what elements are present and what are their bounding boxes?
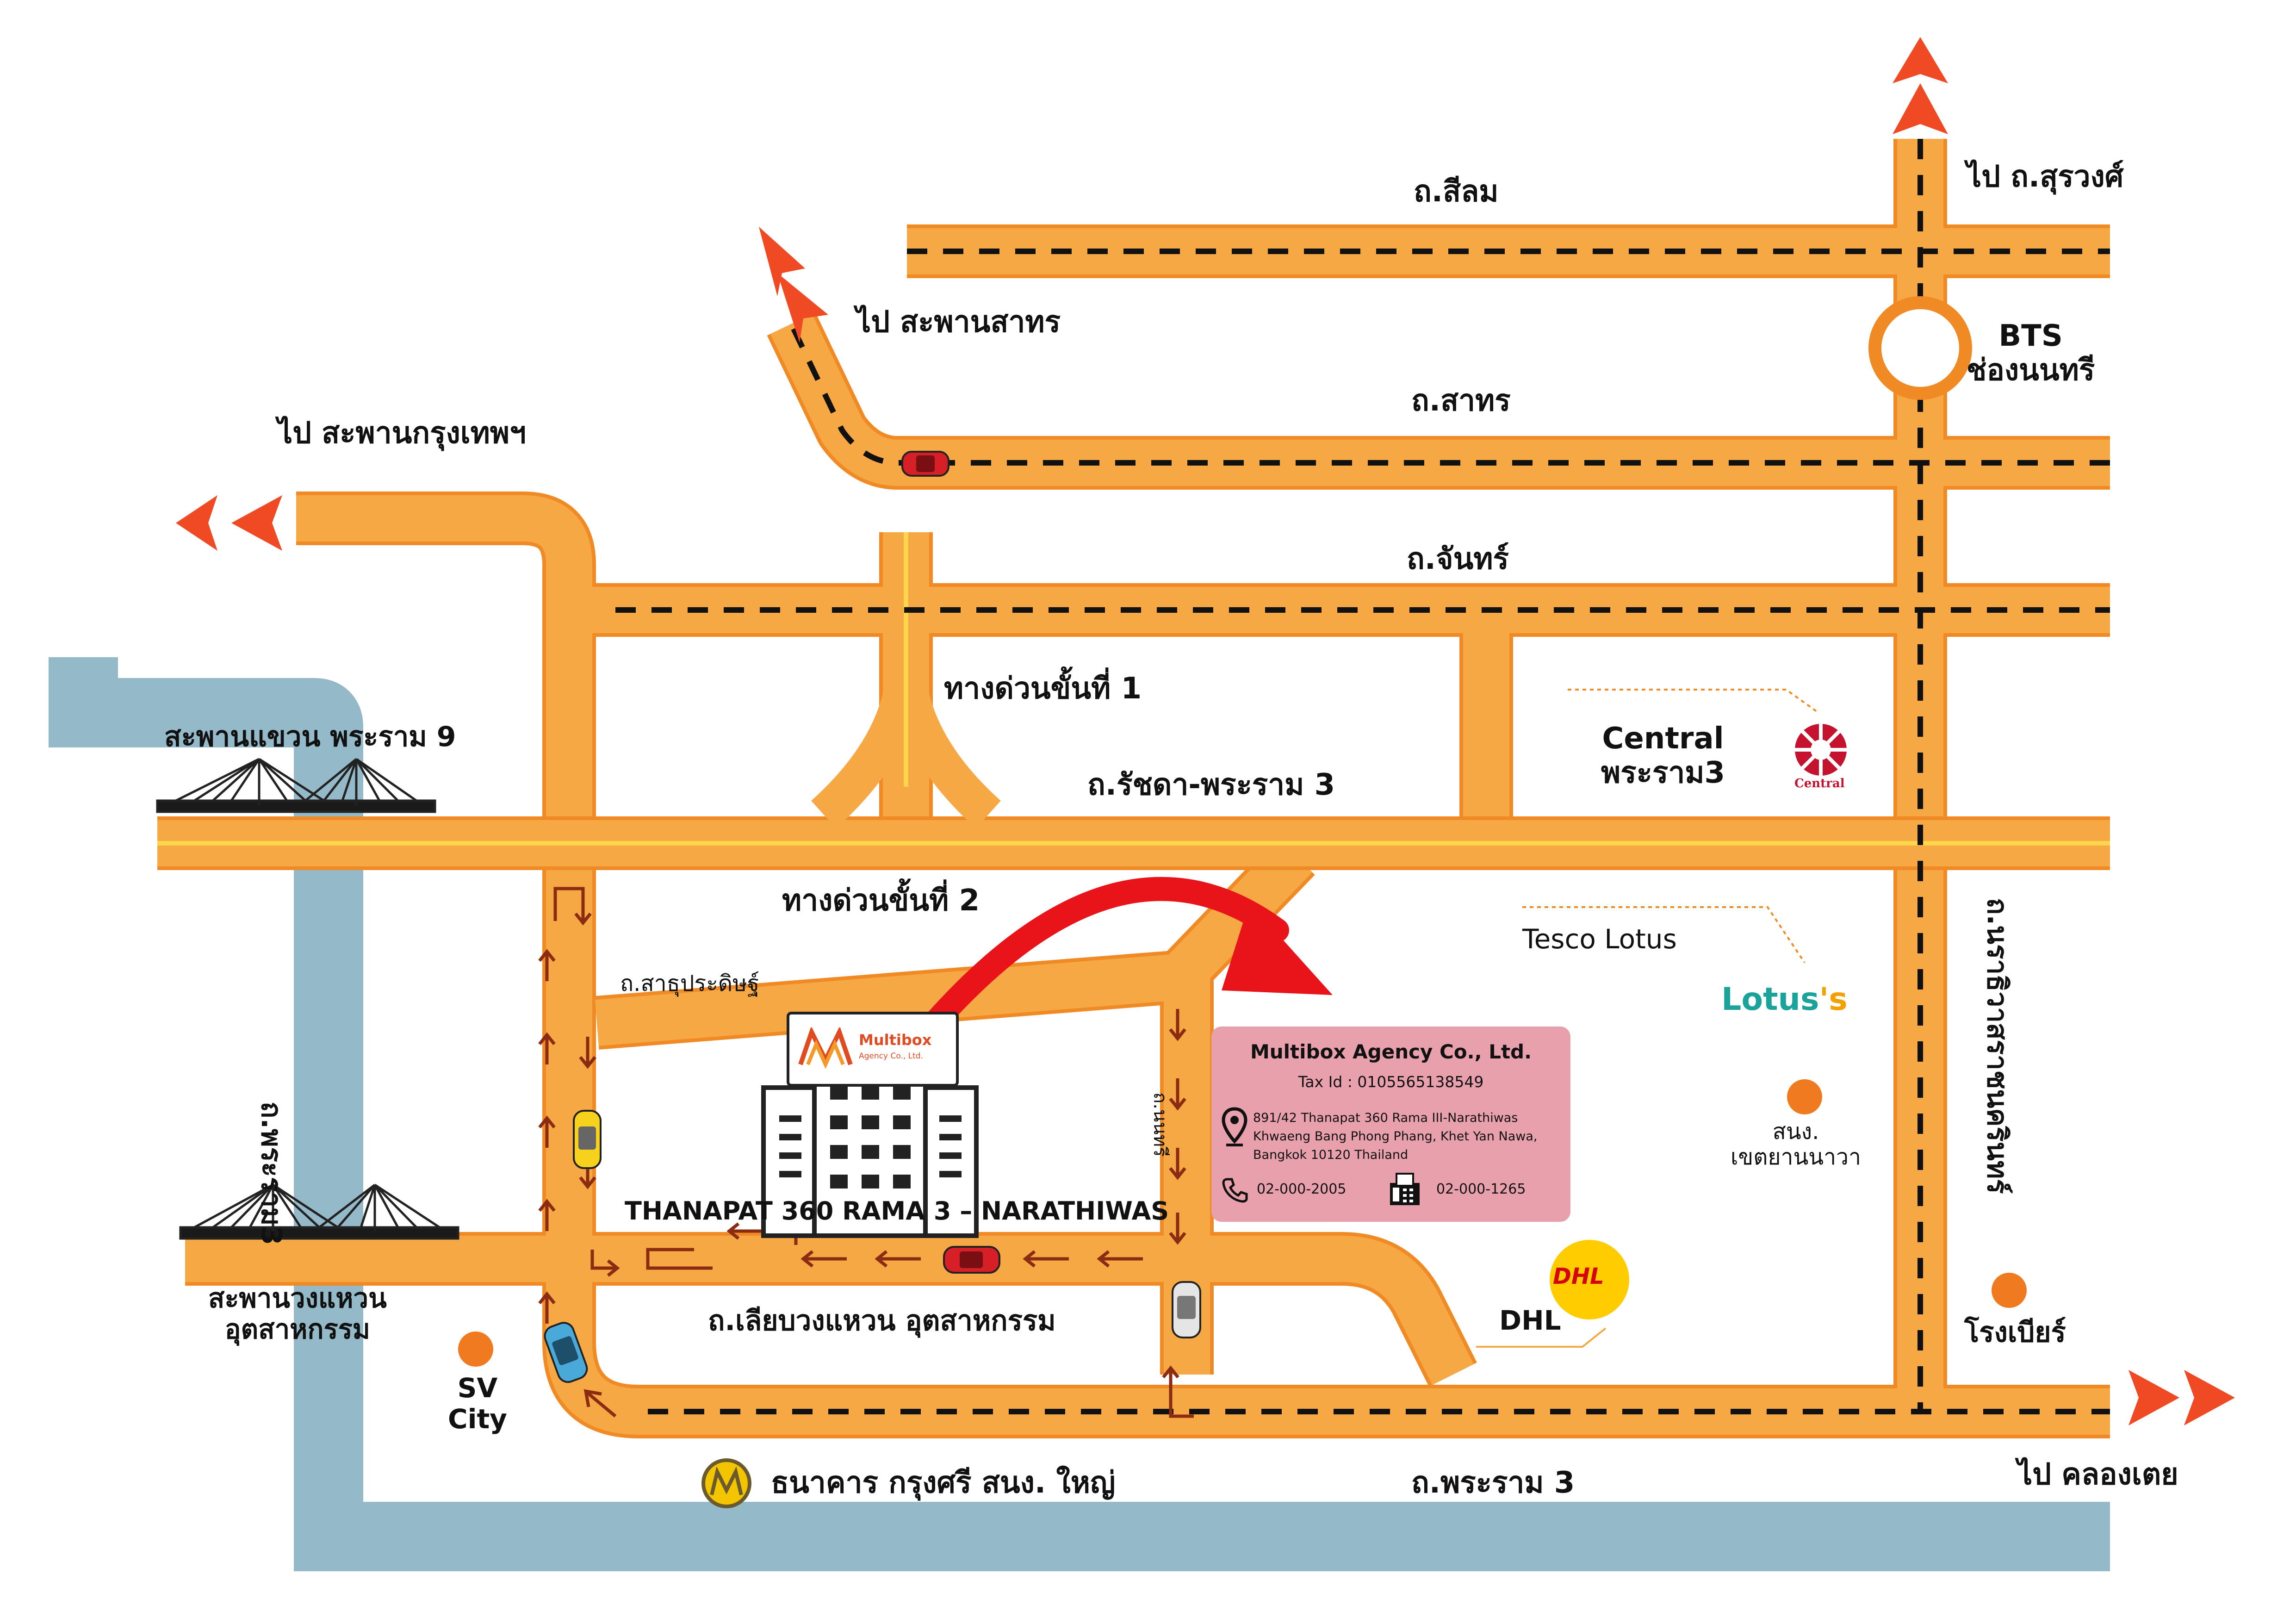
label-soi: ถ.นนทรี [1149, 1092, 1171, 1157]
label-industrial-bridge-line1: สะพานวงแหวน [208, 1282, 387, 1314]
river [49, 657, 2110, 1571]
dhl-logo-text: DHL [1553, 1263, 1604, 1289]
contact-card: Multibox Agency Co., Ltd. Tax Id : 01055… [1211, 1027, 1570, 1222]
lotus-logo-main: Lotus [1721, 981, 1819, 1018]
fax-icon [1390, 1173, 1420, 1205]
label-central-line1: Central [1602, 722, 1724, 756]
label-bypass-road: ถ.เลียบวงแหวน อุตสาหกรรม [708, 1305, 1056, 1337]
direction-arrow [231, 495, 282, 551]
label-industrial-bridge: สะพานวงแหวน อุตสาหกรรม [208, 1283, 387, 1344]
pin-icon [1222, 1107, 1247, 1146]
label-to-khlongtoei: ไป คลองเตย [2017, 1457, 2178, 1492]
label-central-line2: พระราม3 [1601, 755, 1725, 790]
bank-logo [701, 1458, 751, 1508]
direction-arrow [1893, 83, 1948, 134]
car-icon [1172, 1281, 1201, 1338]
bridge-icon [179, 1183, 459, 1240]
multibox-sign: Multibox Agency Co., Ltd. [787, 1012, 959, 1087]
label-rama9-bridge: สะพานแขวน พระราม 9 [164, 721, 456, 753]
central-logo [1795, 724, 1847, 776]
direction-arrow [759, 227, 805, 296]
car-icon [943, 1246, 1000, 1274]
label-to-surawong: ไป ถ.สุรวงศ์ [1967, 160, 2124, 194]
phone-icon [1222, 1178, 1248, 1203]
label-bts: BTS ช่องนนทรี [1967, 319, 2095, 387]
fax-number[interactable]: 02-000-1265 [1436, 1181, 1526, 1197]
multibox-logo-text: Multibox [859, 1031, 932, 1049]
police-pin [1787, 1079, 1822, 1114]
phone-number[interactable]: 02-000-2005 [1257, 1181, 1347, 1197]
label-industrial-bridge-line2: อุตสาหกรรม [224, 1313, 371, 1345]
direction-arrow [2128, 1370, 2179, 1425]
label-bts-line1: BTS [1998, 319, 2063, 353]
central-logo-text: Central [1794, 777, 1845, 790]
label-expressway1: ทางด่วนขั้นที่ 1 [944, 672, 1142, 706]
car-icon [544, 1322, 588, 1383]
multibox-logo-icon [798, 1027, 853, 1069]
label-sv-line2: City [448, 1403, 507, 1435]
label-silom: ถ.สีลม [1414, 174, 1499, 209]
label-central: Central พระราม3 [1601, 722, 1725, 790]
dhl-logo [1550, 1240, 1629, 1319]
label-rama3-vertical: ถ.พระราม3 [255, 1101, 287, 1245]
bridge-icon [156, 758, 436, 813]
label-sathupradit: ถ.สาธุประดิษฐ์ [620, 971, 760, 996]
label-tesco: Tesco Lotus [1522, 923, 1677, 955]
label-police-line2: เขตยานนาวา [1731, 1144, 1861, 1170]
label-police-line1: สนง. [1772, 1119, 1819, 1145]
address: 891/42 Thanapat 360 Rama III-Narathiwas … [1253, 1109, 1537, 1164]
car-icon [573, 1110, 602, 1169]
red-arrow [923, 877, 1289, 1035]
direction-arrow [2184, 1370, 2235, 1425]
label-to-sathorn-bridge: ไป สะพานสาทร [856, 305, 1061, 339]
address-line1: 891/42 Thanapat 360 Rama III-Narathiwas [1253, 1111, 1518, 1125]
label-police: สนง. เขตยานนาวา [1731, 1119, 1861, 1170]
lotus-logo-tail: 's [1819, 981, 1848, 1018]
car-icon [901, 451, 949, 477]
direction-arrow [777, 273, 828, 342]
direction-arrow [176, 495, 217, 551]
tax-id: Tax Id : 0105565138549 [1298, 1073, 1484, 1091]
roundabout-icon [1868, 296, 1972, 400]
label-sv-line1: SV [457, 1372, 498, 1404]
label-narathiwas: ถ.นราธิวาสราชนครินทร์ [1981, 898, 2013, 1194]
sv-city-pin [458, 1332, 493, 1367]
label-ratchada: ถ.รัชดา-พระราม 3 [1087, 768, 1335, 802]
address-line3: Bangkok 10120 Thailand [1253, 1148, 1409, 1162]
label-robeer: โรงเบียร์ [1964, 1316, 2066, 1349]
lotus-logo: Lotus's [1721, 981, 1848, 1018]
label-expressway2: ทางด่วนขั้นที่ 2 [782, 884, 980, 918]
label-rama3: ถ.พระราม 3 [1411, 1466, 1575, 1500]
label-sv-city: SV City [448, 1373, 507, 1434]
label-thanapat: THANAPAT 360 RAMA 3 – NARATHIWAS [625, 1196, 1169, 1226]
company-name: Multibox Agency Co., Ltd. [1250, 1040, 1532, 1063]
label-to-krungthep-bridge: ไป สะพานกรุงเทพฯ [278, 416, 526, 450]
label-sathorn: ถ.สาทร [1411, 384, 1511, 418]
robeer-pin [1992, 1273, 2027, 1308]
label-bts-line2: ช่องนนทรี [1967, 353, 2095, 387]
label-bank: ธนาคาร กรุงศรี สนง. ใหญ่ [771, 1466, 1116, 1500]
label-chan: ถ.จันทร์ [1407, 542, 1509, 576]
label-dhl: DHL [1499, 1305, 1561, 1336]
multibox-logo-sub: Agency Co., Ltd. [859, 1052, 923, 1061]
direction-arrow [1893, 37, 1948, 83]
address-line2: Khwaeng Bang Phong Phang, Khet Yan Nawa, [1253, 1129, 1538, 1144]
